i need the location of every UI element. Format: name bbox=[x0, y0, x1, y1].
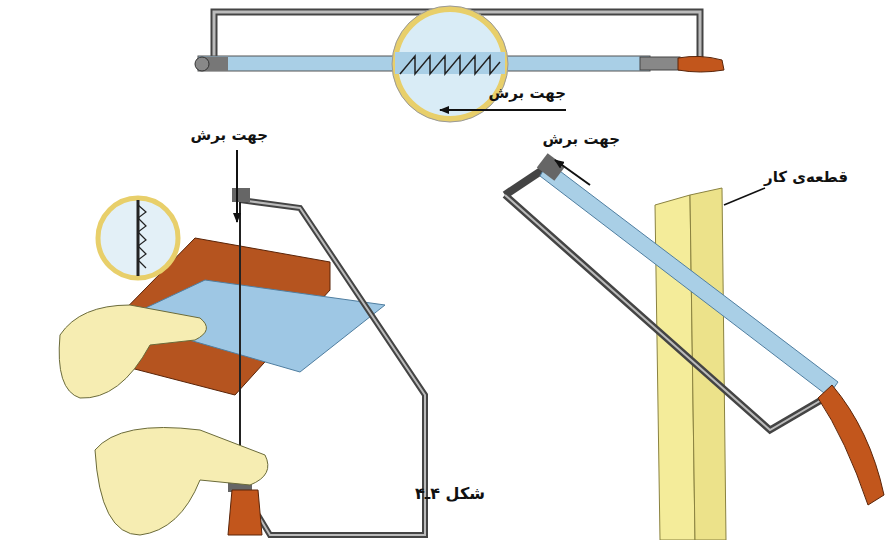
drawing-part bbox=[540, 162, 838, 396]
drawing-part bbox=[232, 188, 250, 202]
part-label: جهت برش bbox=[541, 130, 622, 148]
figure-caption: شکل ۴ـ۴ bbox=[413, 484, 487, 503]
drawing-part bbox=[440, 109, 566, 111]
drawing-part bbox=[59, 305, 206, 398]
drawing-part bbox=[95, 428, 268, 536]
drawing-part bbox=[395, 9, 505, 119]
drawing-part bbox=[505, 195, 835, 430]
drawing-part bbox=[400, 56, 500, 74]
drawing-part bbox=[724, 188, 765, 205]
coping-saw bbox=[59, 150, 425, 535]
drawing-part bbox=[678, 56, 724, 72]
drawing-part bbox=[138, 205, 146, 268]
drawing-part bbox=[818, 385, 884, 505]
drawing-part bbox=[537, 153, 565, 181]
drawing-part bbox=[395, 52, 505, 74]
drawing-part bbox=[555, 160, 590, 185]
drawing-part bbox=[195, 57, 209, 71]
part-label: جهت برش bbox=[189, 126, 270, 144]
drawing-part bbox=[392, 6, 508, 122]
drawing-part bbox=[240, 200, 425, 535]
drawing-part bbox=[137, 200, 140, 276]
part-label: قطعه‌ی کار bbox=[762, 168, 850, 186]
drawing-part bbox=[240, 200, 425, 535]
hacksaw-workpiece bbox=[505, 153, 884, 540]
top-hacksaw bbox=[195, 6, 724, 122]
drawing-part bbox=[505, 195, 835, 430]
drawing-part bbox=[228, 490, 262, 535]
drawing-part bbox=[640, 57, 680, 70]
drawing-part bbox=[98, 198, 178, 278]
drawing-part bbox=[236, 150, 238, 222]
drawing-part bbox=[655, 195, 695, 540]
part-label: جهت برش bbox=[487, 84, 568, 102]
